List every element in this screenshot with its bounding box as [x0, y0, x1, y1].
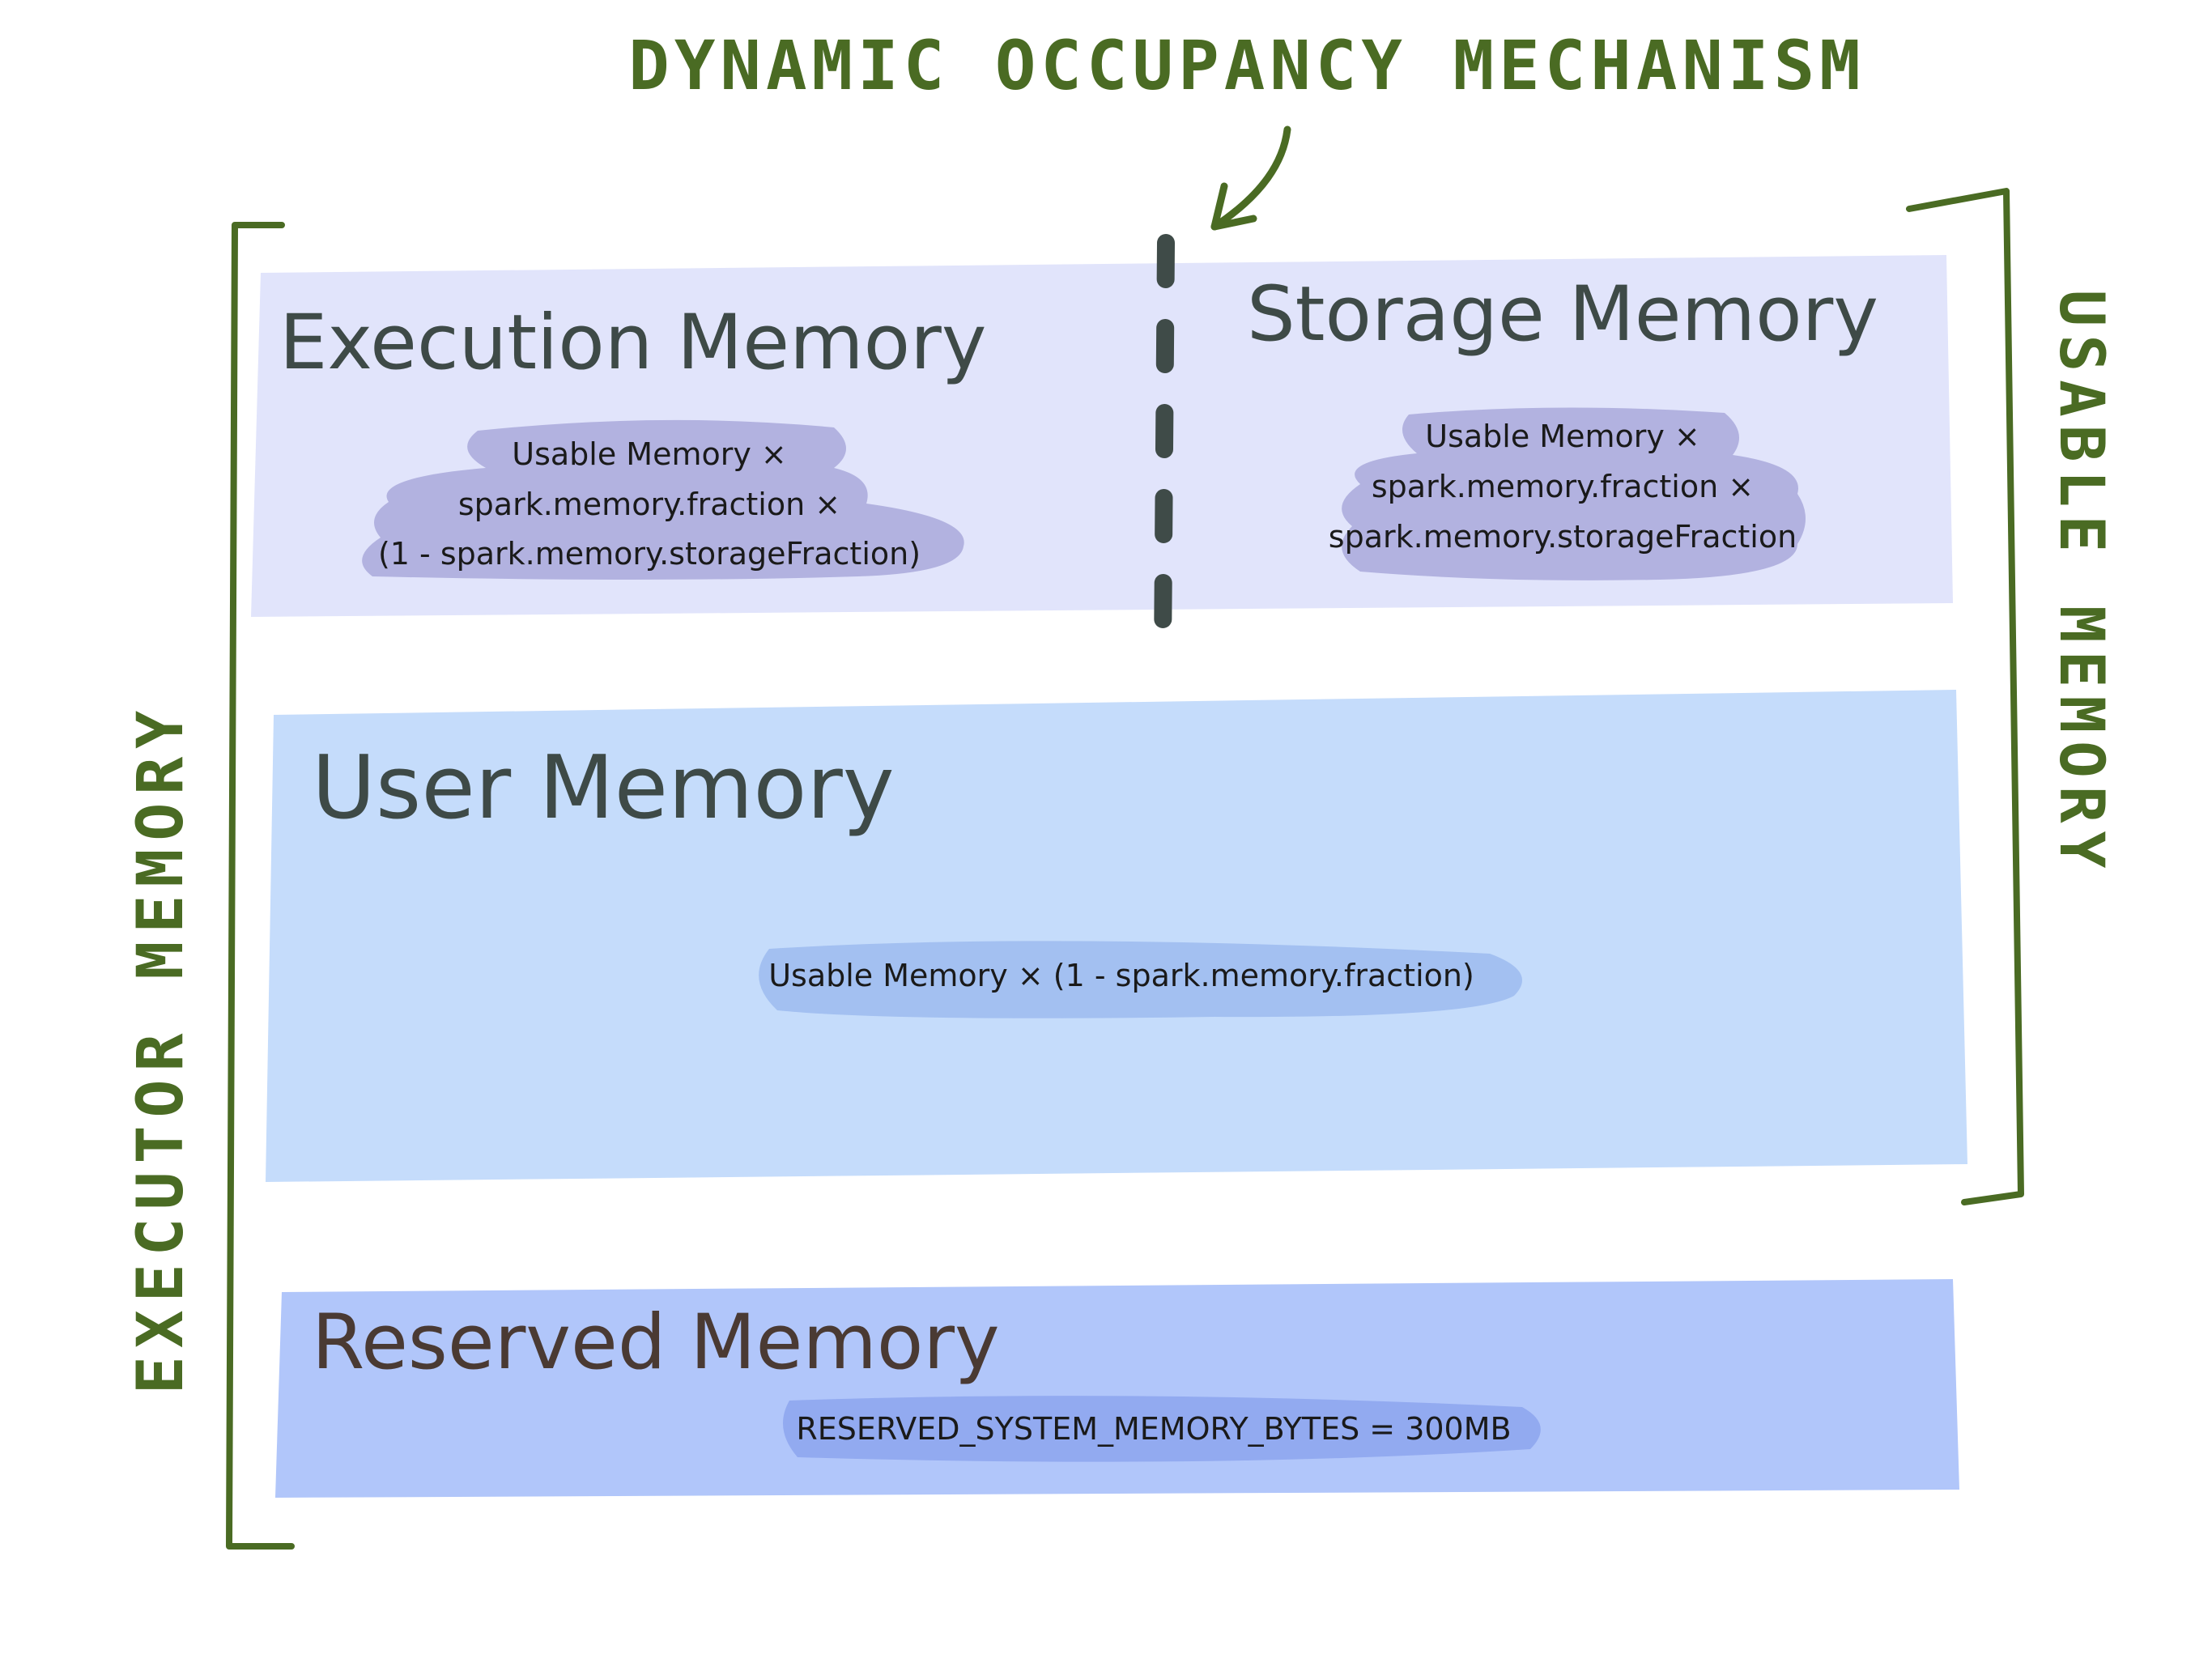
arrow-icon — [1210, 125, 1291, 231]
usable-memory-label: USABLE MEMORY — [2046, 290, 2118, 877]
user-formula: Usable Memory × (1 - spark.memory.fracti… — [768, 958, 1474, 993]
reserved-memory-title: Reserved Memory — [312, 1299, 1000, 1387]
execution-formula-line-3: (1 - spark.memory.storageFraction) — [378, 536, 921, 572]
reserved-formula: RESERVED_SYSTEM_MEMORY_BYTES = 300MB — [796, 1411, 1511, 1447]
reserved-memory-region — [275, 1279, 1959, 1498]
storage-formula-line-3: spark.memory.storageFraction — [1329, 519, 1797, 555]
user-memory-title: User Memory — [312, 738, 895, 839]
dynamic-divider-line — [1154, 234, 1175, 663]
storage-memory-title: Storage Memory — [1247, 270, 1878, 359]
diagram-heading: DYNAMIC OCCUPANCY MECHANISM — [628, 26, 1865, 105]
reserved-formula-highlight — [783, 1396, 1541, 1462]
storage-formula-highlight — [1342, 407, 1806, 580]
execution-formula-line-2: spark.memory.fraction × — [458, 487, 840, 522]
storage-formula-line-2: spark.memory.fraction × — [1372, 469, 1754, 504]
executor-memory-bracket — [226, 222, 295, 1550]
user-formula-highlight — [759, 941, 1522, 1018]
execution-memory-title: Execution Memory — [279, 299, 986, 387]
executor-memory-label: EXECUTOR MEMORY — [125, 703, 198, 1394]
execution-formula-highlight — [362, 419, 964, 580]
user-memory-region — [266, 690, 1967, 1182]
storage-formula-line-1: Usable Memory × — [1425, 419, 1700, 454]
usable-memory-bracket — [1906, 188, 2024, 1205]
execution-formula-line-1: Usable Memory × — [512, 436, 787, 472]
